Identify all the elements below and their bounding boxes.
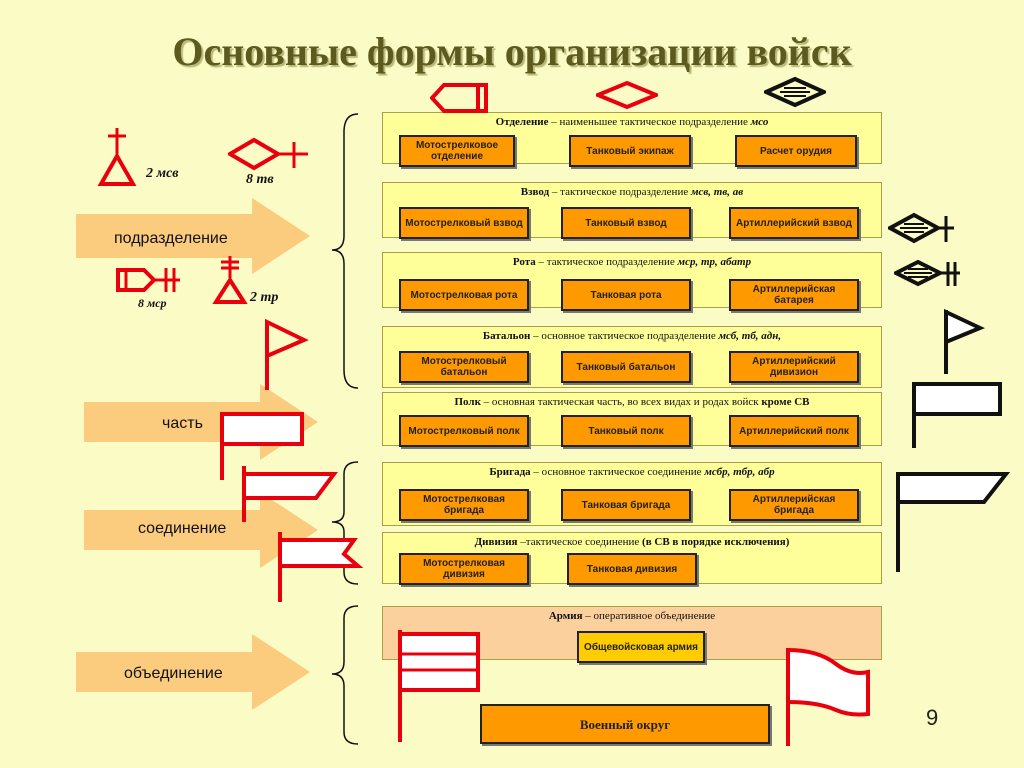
brace-obedinenie xyxy=(331,605,359,745)
level-polk: Полк – основная тактическая часть, во вс… xyxy=(382,392,882,447)
level-vzvod: Взвод – тактическое подразделение мсв, т… xyxy=(382,182,882,239)
box-artilleriysky-divizion: Артиллерийский дивизион xyxy=(729,351,859,383)
box-motostrelkovaya-rota: Мотострелковая рота xyxy=(399,279,529,311)
arrow-label-soedinenie: соединение xyxy=(138,520,227,537)
red-brigade-flag-icon xyxy=(242,466,338,522)
arrow-label-podrazdelenie: подразделение xyxy=(114,230,228,247)
unit-red-diamond-icon xyxy=(596,80,658,110)
box-tankovy-ekipazh: Танковый экипаж xyxy=(569,135,691,167)
box-motostrelkovoe-otdelenie: Мотострелковое отделение xyxy=(399,135,515,167)
brace-podrazdelenie xyxy=(331,113,359,389)
box-artilleriysky-polk: Артиллерийский полк xyxy=(729,415,859,447)
symbol-label-msr: 8 мср xyxy=(138,296,167,310)
motostrelkovaya-rota-symbol-icon xyxy=(116,268,180,292)
box-tankovy-batalon: Танковый батальон xyxy=(561,351,691,383)
red-okrug-flag-icon xyxy=(786,647,870,746)
arrow-label-chast: часть xyxy=(162,415,203,432)
black-regiment-flag-icon xyxy=(912,382,1002,448)
artillery-batareya-symbol-icon xyxy=(894,259,960,287)
symbol-label-msv: 2 мсв xyxy=(146,166,179,181)
level-caption: Полк – основная тактическая часть, во вс… xyxy=(454,396,810,408)
box-voenny-okrug: Военный округ xyxy=(480,704,770,744)
level-diviziya: Дивизия –тактическое соединение (в СВ в … xyxy=(382,532,882,585)
level-caption: Рота – тактическое подразделение мср, тр… xyxy=(512,256,752,268)
red-army-flag-icon xyxy=(398,630,480,742)
box-tankovaya-brigada: Танковая бригада xyxy=(561,489,691,521)
box-obshchevoyskovaya-armiya: Общевойсковая армия xyxy=(577,631,705,663)
arrow-podrazdelenie xyxy=(76,198,310,274)
level-caption: Отделение – наименьшее тактическое подра… xyxy=(495,116,769,128)
arrow-soedinenie xyxy=(84,492,318,568)
box-tankovy-vzvod: Танковый взвод xyxy=(561,207,691,239)
brace-soedinenie xyxy=(331,461,359,585)
tankovy-vzvod-symbol-icon xyxy=(228,137,308,171)
symbol-label-tr: 2 тр xyxy=(250,290,279,305)
box-motostrelkovy-polk: Мотострелковый полк xyxy=(399,415,529,447)
box-artilleriysky-vzvod: Артиллерийский взвод xyxy=(729,207,859,239)
unit-otdelenie-symbol-icon xyxy=(430,83,488,113)
box-artilleriyskaya-batareya: Артиллерийская батарея xyxy=(729,279,859,311)
arrow-label-obedinenie: объединение xyxy=(124,665,223,682)
unit-artillery-diamond-icon xyxy=(764,76,826,108)
page-title: Основные формы организации войск xyxy=(172,29,852,74)
arrow-obedinenie xyxy=(76,634,310,710)
level-caption: Дивизия –тактическое соединение (в СВ в … xyxy=(474,536,790,548)
box-tankovy-polk: Танковый полк xyxy=(561,415,691,447)
level-rota: Рота – тактическое подразделение мср, тр… xyxy=(382,252,882,311)
box-motostrelkovy-batalon: Мотострелковый батальон xyxy=(399,351,529,383)
level-brigada: Бригада – основное тактическое соединени… xyxy=(382,462,882,526)
box-artilleriyskaya-brigada: Артиллерийская бригада xyxy=(729,489,859,521)
box-motostrelkovaya-brigada: Мотострелковая бригада xyxy=(399,489,529,521)
symbol-label-tv: 8 тв xyxy=(246,172,274,187)
box-motostrelkovy-vzvod: Мотострелковый взвод xyxy=(399,207,529,239)
box-raschet-orudiya: Расчет орудия xyxy=(735,135,857,167)
tankovaya-rota-symbol-icon xyxy=(212,256,248,304)
level-caption: Батальон – основное тактическое подразде… xyxy=(482,330,782,342)
level-caption: Армия – оперативное объединение xyxy=(548,610,716,622)
red-division-flag-icon xyxy=(278,532,364,602)
red-regiment-flag-icon xyxy=(220,412,304,480)
level-caption: Взвод – тактическое подразделение мсв, т… xyxy=(520,186,744,198)
artillery-vzvod-symbol-icon xyxy=(888,212,954,244)
box-motostrelkovaya-diviziya: Мотострелковая дивизия xyxy=(399,553,529,585)
level-batalon: Батальон – основное тактическое подразде… xyxy=(382,326,882,388)
page-number: 9 xyxy=(926,705,939,730)
motostrelkovy-vzvod-symbol-icon xyxy=(97,128,137,186)
level-caption: Бригада – основное тактическое соединени… xyxy=(489,466,775,478)
box-tankovaya-diviziya: Танковая дивизия xyxy=(567,553,697,585)
level-otdelenie: Отделение – наименьшее тактическое подра… xyxy=(382,112,882,167)
black-triangle-flag-icon xyxy=(944,308,985,374)
black-brigade-flag-icon xyxy=(896,472,1011,572)
red-triangle-flag-icon xyxy=(265,318,309,390)
box-tankovaya-rota: Танковая рота xyxy=(561,279,691,311)
